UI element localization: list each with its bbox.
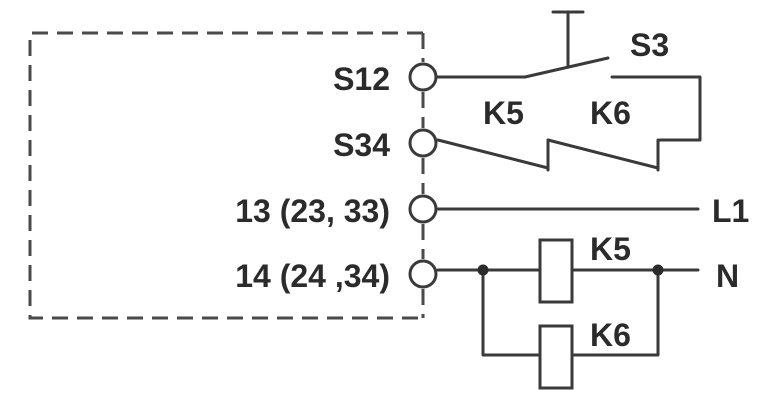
- device-outline: [28, 31, 425, 320]
- supply-label-n: N: [716, 258, 739, 294]
- contact-label-s3: S3: [630, 27, 669, 63]
- contact-label-k5: K5: [483, 95, 524, 131]
- terminal-label-13: 13 (23, 33): [235, 193, 390, 229]
- coil-k6: [538, 324, 574, 390]
- coil-label-k5: K5: [590, 231, 631, 267]
- contact-label-k6: K6: [590, 95, 631, 131]
- s3-push-button: [436, 10, 702, 142]
- k5-k6-contacts: [436, 138, 660, 172]
- coil-network: [436, 238, 700, 390]
- junction-left: [477, 264, 489, 276]
- terminal-14: [408, 259, 438, 289]
- terminal-label-14: 14 (24 ,34): [235, 258, 390, 294]
- junction-right: [652, 264, 664, 276]
- terminal-s34: [408, 128, 438, 158]
- supply-label-l1: L1: [712, 193, 749, 229]
- coil-label-k6: K6: [590, 317, 631, 353]
- coil-k5: [538, 238, 574, 304]
- terminal-s12: [408, 62, 438, 92]
- terminal-label-s12: S12: [333, 61, 390, 97]
- terminal-13: [408, 194, 438, 224]
- terminal-label-s34: S34: [333, 127, 390, 163]
